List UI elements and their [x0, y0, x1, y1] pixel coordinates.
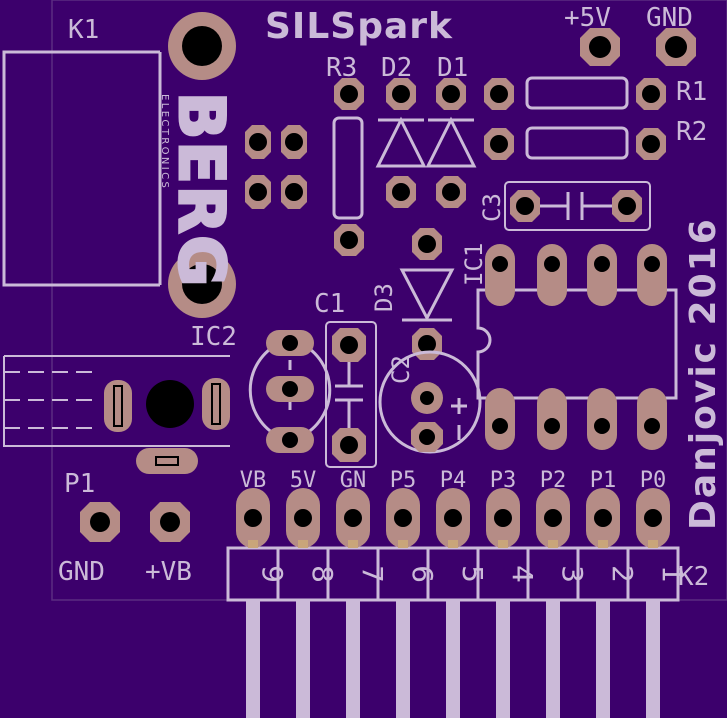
k2-pin-number: 7 [356, 565, 389, 583]
k2-header: K2 VB 9 5V 8 GN 7 P5 6 P4 5 P3 4 P2 3 P1 2 P0 1 [226, 468, 709, 718]
ic2-label: IC2 [190, 322, 237, 352]
r2-label: R2 [676, 117, 707, 147]
k2-pin-number: 5 [456, 565, 489, 583]
d3-label: D3 [370, 283, 398, 312]
k2-pin-leg [546, 600, 560, 718]
k1-connector: K1 BERG ELECTRONICS [2, 12, 307, 318]
k2-signal-label: VB [240, 468, 267, 493]
k1-label: K1 [68, 15, 99, 45]
k2-signal-label: P4 [440, 468, 467, 493]
k2-signal-label: GN [340, 468, 367, 493]
p1-gnd-label: GND [58, 557, 105, 587]
r3-resistor: R3 [326, 53, 364, 256]
ic1-pins-bottom [485, 388, 667, 450]
k2-signal-label: 5V [290, 468, 317, 493]
k2-pin-number: 2 [606, 565, 639, 583]
r1-label: R1 [676, 77, 707, 107]
svg-text:BERG: BERG [165, 92, 238, 288]
k2-pin-number: 4 [506, 565, 539, 583]
k2-pin-leg [246, 600, 260, 718]
k2-pin-leg [496, 600, 510, 718]
c3-capacitor: C3 [478, 181, 651, 231]
k2-pin-leg [446, 600, 460, 718]
k2-pin-number: 3 [556, 565, 589, 583]
k2-signal-label: P1 [590, 468, 617, 493]
k2-pin-leg [596, 600, 610, 718]
k2-label: K2 [678, 562, 709, 592]
k2-signal-label: P3 [490, 468, 517, 493]
k2-signal-label: P0 [640, 468, 667, 493]
supply-pads: +5V GND [564, 3, 696, 66]
c2-capacitor: C2 [378, 350, 482, 454]
author-year: Danjovic 2016 [683, 217, 724, 530]
ic2-regulator: IC2 [190, 322, 332, 453]
board-title: SILSpark [265, 6, 453, 47]
k2-signal-label: P2 [540, 468, 567, 493]
k2-pin-leg [296, 600, 310, 718]
c1-label: C1 [314, 289, 345, 319]
p1-vb-label: +VB [145, 557, 192, 587]
k2-pin-leg [346, 600, 360, 718]
r1-resistor: R1 [484, 76, 707, 110]
d1-diode: D1 [425, 53, 477, 208]
d3-diode: D3 [370, 228, 455, 360]
k2-pin-number: 8 [306, 565, 339, 583]
k2-pin-leg [396, 600, 410, 718]
k1-pads [245, 125, 307, 209]
r2-resistor: R2 [484, 117, 707, 160]
p1-label: P1 [64, 469, 95, 499]
berg-logo: BERG [164, 91, 240, 290]
k2-signal-label: P5 [390, 468, 417, 493]
c1-capacitor: C1 [314, 289, 377, 468]
p1-connector: P1 GND +VB [58, 469, 192, 587]
d2-diode: D2 [375, 53, 427, 208]
ic1-chip: IC1 [460, 243, 678, 450]
c3-label: C3 [478, 193, 506, 222]
k2-pin-number: 1 [656, 565, 689, 583]
k2-pin-number: 9 [256, 565, 289, 583]
berg-subtitle: ELECTRONICS [159, 94, 170, 190]
ic1-pins-top [485, 244, 667, 306]
k2-pin-leg [646, 600, 660, 718]
left-switch [3, 355, 230, 474]
ic1-label: IC1 [460, 243, 488, 286]
k2-pin-number: 6 [406, 565, 439, 583]
